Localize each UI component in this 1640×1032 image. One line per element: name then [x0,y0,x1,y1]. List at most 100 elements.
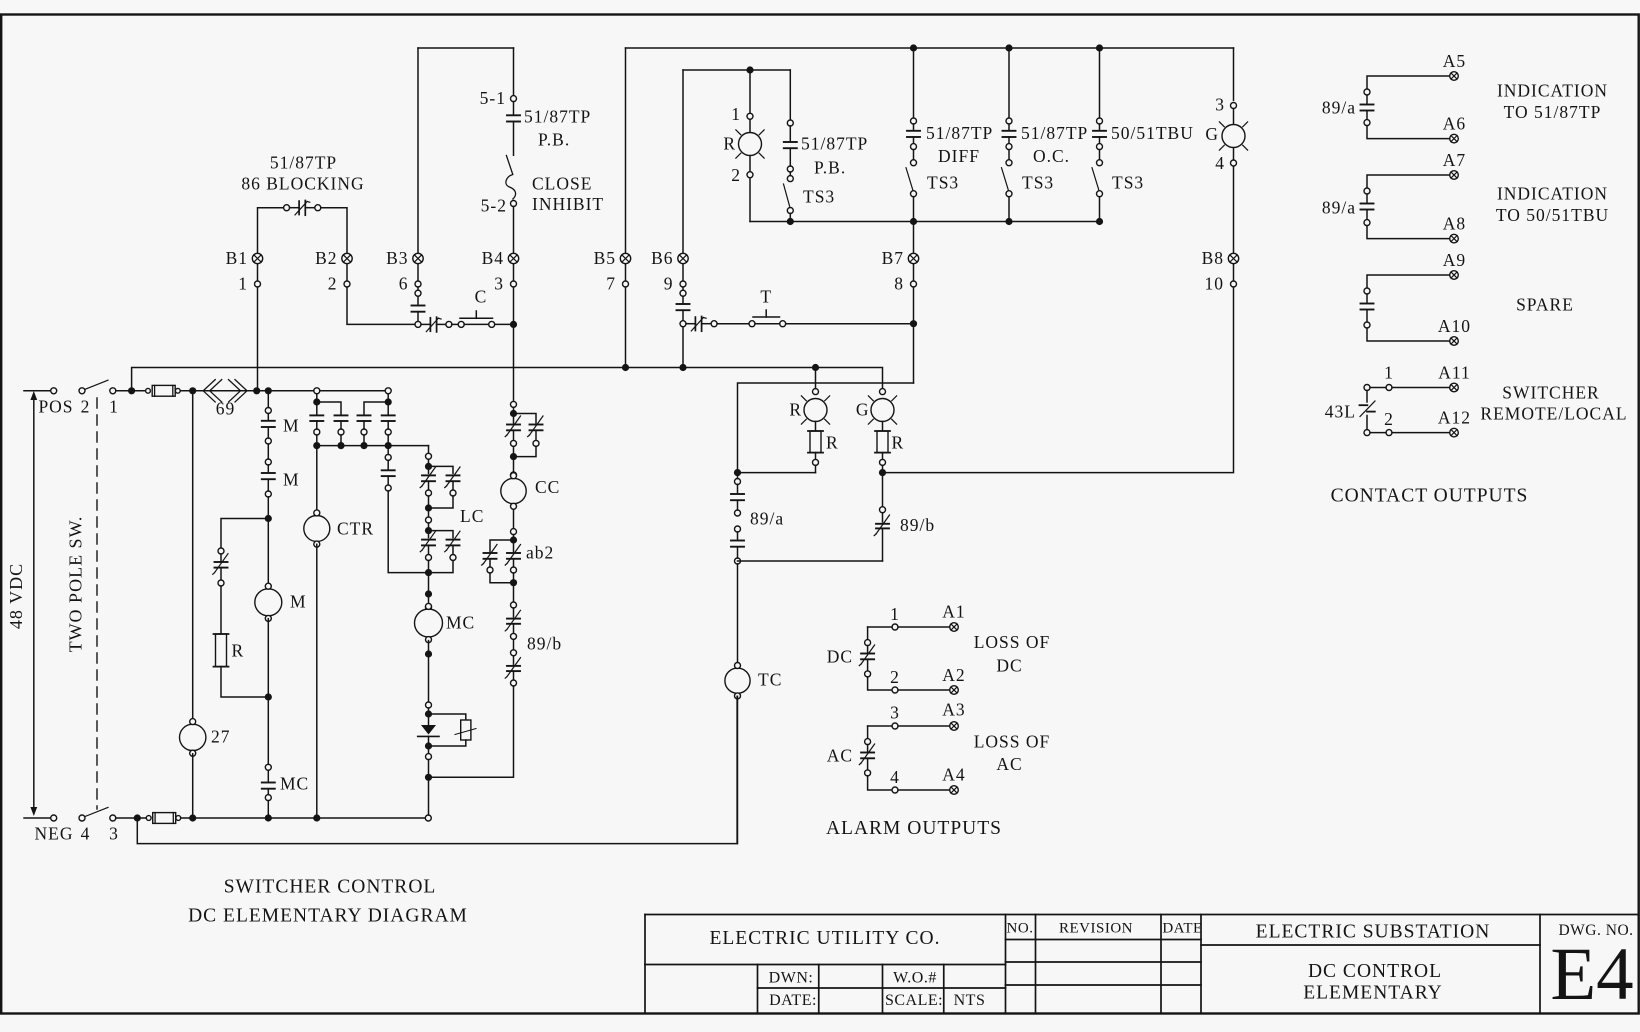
svg-text:TS3: TS3 [927,173,959,193]
svg-text:W.O.#: W.O.# [893,970,937,987]
svg-text:10: 10 [1205,274,1225,294]
svg-text:2: 2 [890,667,900,687]
svg-text:O.C.: O.C. [1033,146,1070,166]
svg-text:A11: A11 [1438,363,1471,383]
svg-text:T: T [760,287,772,307]
svg-text:NEG: NEG [35,824,74,844]
svg-text:INDICATION: INDICATION [1497,184,1608,204]
svg-text:43L: 43L [1325,402,1356,422]
svg-text:DIFF: DIFF [938,146,980,166]
svg-text:G: G [856,400,870,420]
svg-text:REMOTE/LOCAL: REMOTE/LOCAL [1480,404,1627,424]
svg-text:LOSS OF: LOSS OF [974,632,1051,652]
svg-text:A1: A1 [942,602,965,622]
svg-text:2: 2 [731,165,741,185]
svg-text:4: 4 [1215,153,1225,173]
svg-text:1: 1 [890,604,900,624]
svg-text:INHIBIT: INHIBIT [532,194,604,214]
svg-text:B3: B3 [386,248,408,268]
svg-text:8: 8 [894,274,904,294]
svg-text:ALARM OUTPUTS: ALARM OUTPUTS [826,818,1002,839]
svg-text:51/87TP: 51/87TP [1021,123,1088,143]
svg-text:51/87TP: 51/87TP [801,134,868,154]
svg-text:POS: POS [38,397,73,417]
svg-text:B2: B2 [315,248,337,268]
svg-text:69: 69 [216,399,236,419]
svg-text:R: R [892,433,905,453]
svg-text:R: R [723,134,736,154]
svg-text:NTS: NTS [954,992,986,1009]
svg-text:1: 1 [109,397,119,417]
svg-text:2: 2 [81,397,91,417]
svg-text:4: 4 [81,824,91,844]
svg-text:CTR: CTR [337,519,374,539]
svg-text:MC: MC [446,613,475,633]
svg-text:B1: B1 [226,248,248,268]
svg-text:2: 2 [1384,409,1394,429]
svg-text:P.B.: P.B. [814,158,846,178]
svg-text:B8: B8 [1202,248,1224,268]
svg-text:TS3: TS3 [803,187,835,207]
svg-text:TC: TC [758,670,782,690]
svg-text:M: M [283,416,300,436]
svg-text:3: 3 [109,824,119,844]
svg-text:R: R [232,641,245,661]
svg-text:3: 3 [1215,95,1225,115]
svg-text:A9: A9 [1443,250,1466,270]
svg-text:CLOSE: CLOSE [532,174,592,194]
svg-text:A10: A10 [1438,316,1471,336]
svg-text:CONTACT OUTPUTS: CONTACT OUTPUTS [1331,486,1529,507]
svg-text:R: R [826,433,839,453]
svg-text:MC: MC [280,774,309,794]
svg-text:TS3: TS3 [1022,173,1054,193]
svg-text:89/a: 89/a [1322,198,1356,218]
svg-text:B4: B4 [482,248,504,268]
svg-text:51/87TP: 51/87TP [270,153,337,173]
svg-text:ELECTRIC SUBSTATION: ELECTRIC SUBSTATION [1256,922,1491,943]
svg-text:48 VDC: 48 VDC [6,563,26,629]
svg-text:51/87TP: 51/87TP [926,123,993,143]
svg-text:LOSS OF: LOSS OF [974,732,1051,752]
svg-text:A2: A2 [942,665,965,685]
svg-text:A6: A6 [1443,114,1466,134]
svg-text:86 BLOCKING: 86 BLOCKING [241,174,364,194]
svg-text:A12: A12 [1438,408,1471,428]
svg-text:A4: A4 [942,765,965,785]
svg-text:7: 7 [606,274,616,294]
svg-text:50/51TBU: 50/51TBU [1111,123,1194,143]
svg-text:1: 1 [238,274,248,294]
svg-text:ELECTRIC UTILITY CO.: ELECTRIC UTILITY CO. [709,928,940,949]
svg-text:INDICATION: INDICATION [1497,81,1608,101]
svg-text:SCALE:: SCALE: [885,992,943,1009]
svg-text:SWITCHER: SWITCHER [1502,383,1599,403]
svg-text:AC: AC [996,754,1022,774]
svg-text:B5: B5 [594,248,616,268]
svg-text:2: 2 [328,274,338,294]
svg-text:R: R [789,400,802,420]
svg-text:5-2: 5-2 [481,196,507,216]
svg-text:SWITCHER CONTROL: SWITCHER CONTROL [224,877,437,898]
svg-text:DC: DC [827,647,853,667]
svg-text:5-1: 5-1 [480,88,506,108]
svg-text:DATE: DATE [1162,921,1202,937]
svg-text:A3: A3 [942,700,965,720]
svg-text:DC CONTROL: DC CONTROL [1308,961,1442,982]
svg-text:P.B.: P.B. [538,130,570,150]
svg-text:4: 4 [890,767,900,787]
svg-text:AC: AC [827,746,853,766]
svg-text:3: 3 [890,703,900,723]
svg-text:DWG. NO.: DWG. NO. [1558,922,1633,939]
svg-text:SPARE: SPARE [1516,295,1574,315]
svg-text:TO 51/87TP: TO 51/87TP [1504,102,1602,122]
svg-text:DATE:: DATE: [769,992,817,1009]
svg-text:DC ELEMENTARY DIAGRAM: DC ELEMENTARY DIAGRAM [188,906,468,927]
svg-text:ELEMENTARY: ELEMENTARY [1303,983,1443,1004]
svg-text:89/a: 89/a [1322,98,1356,118]
svg-text:M: M [290,592,307,612]
svg-text:TWO POLE SW.: TWO POLE SW. [66,516,86,653]
svg-text:DWN:: DWN: [769,970,814,987]
svg-text:6: 6 [399,274,409,294]
svg-text:3: 3 [494,274,504,294]
svg-text:89/a: 89/a [750,509,784,529]
svg-text:1: 1 [1384,363,1394,383]
